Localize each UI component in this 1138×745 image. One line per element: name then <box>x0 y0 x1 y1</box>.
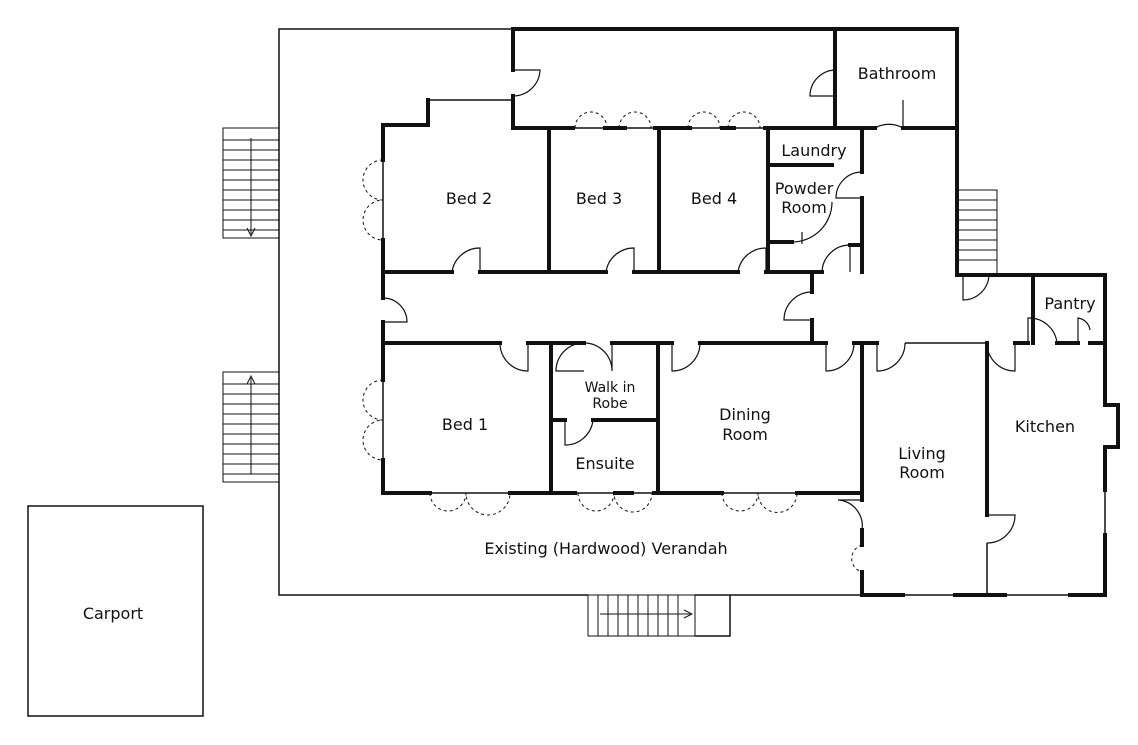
windows <box>382 35 1106 535</box>
room-label-bed3: Bed 3 <box>576 189 622 208</box>
area-label-verandah: Existing (Hardwood) Verandah <box>484 539 727 558</box>
room-label-ensuite: Ensuite <box>575 454 634 473</box>
room-label-walkin-line1: Walk in <box>585 380 636 396</box>
room-label-laundry: Laundry <box>781 141 846 160</box>
walls <box>381 27 1120 597</box>
area-label-carport: Carport <box>83 604 143 623</box>
room-label-dining-line2: Room <box>722 425 768 444</box>
room-label-walkin-line2: Robe <box>592 396 627 412</box>
stairs-left-top <box>222 127 280 239</box>
room-label-pantry: Pantry <box>1044 294 1095 313</box>
room-label-bed4: Bed 4 <box>691 189 737 208</box>
room-label-powder-line1: Powder <box>775 179 834 198</box>
room-label-bathroom: Bathroom <box>858 64 937 83</box>
room-label-living-line1: Living <box>898 444 946 463</box>
room-label-bed2: Bed 2 <box>446 189 492 208</box>
stairs-front <box>587 594 696 637</box>
room-label-kitchen: Kitchen <box>1015 417 1075 436</box>
carport-outline <box>27 505 204 717</box>
room-label-living-line2: Room <box>899 463 945 482</box>
room-label-powder-line2: Room <box>781 198 827 217</box>
stairs-right <box>956 189 998 276</box>
doors <box>362 69 1091 573</box>
room-label-dining-line1: Dining <box>719 405 771 424</box>
room-label-bed1: Bed 1 <box>442 415 488 434</box>
verandah-outline <box>278 28 862 637</box>
stairs-left-bottom <box>222 371 280 483</box>
